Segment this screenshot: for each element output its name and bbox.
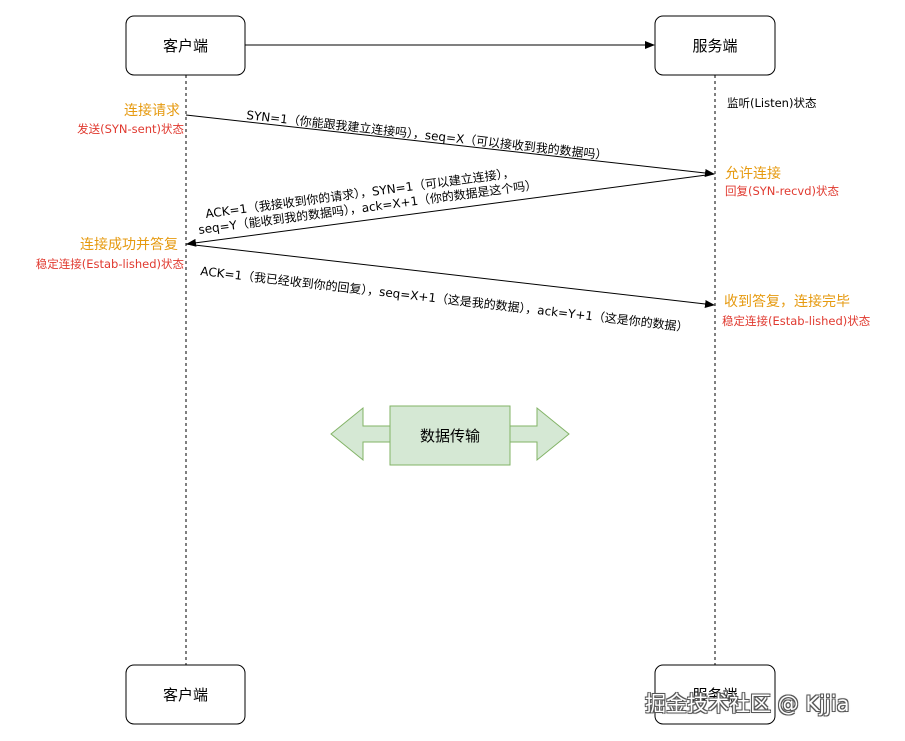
client-bottom-label: 客户端 [163,686,208,704]
syn-message: SYN=1（你能跟我建立连接吗），seq=X（可以接收到我的数据吗） [246,107,609,162]
step2-state-sub: 回复(SYN-recvd)状态 [725,184,840,198]
client-box-top: 客户端 [125,15,246,76]
server-box-bottom: 服务端 [654,664,776,725]
step3-server-sub: 稳定连接(Estab-lished)状态 [722,314,871,328]
syn-arrow [185,114,715,177]
ack-arrow [185,243,715,308]
data-transfer-label: 数据传输 [420,427,480,445]
server-label: 服务端 [692,37,737,55]
step3-server-title: 收到答复，连接完毕 [724,293,850,310]
step1-state-title: 连接请求 [124,102,180,119]
watermark: 掘金技术社区 @ Kjjia [645,692,850,716]
client-label: 客户端 [163,37,208,55]
server-bottom-label: 服务端 [692,686,737,704]
step3-client-title: 连接成功并答复 [80,236,178,253]
data-transfer-arrow: 数据传输 [330,405,570,466]
client-box-bottom: 客户端 [125,664,246,725]
syn-ack-arrow [186,173,715,247]
step3-client-sub: 稳定连接(Estab-lished)状态 [36,257,185,271]
step2-state-title: 允许连接 [725,165,781,182]
step1-state-sub: 发送(SYN-sent)状态 [77,122,184,136]
server-listen-state: 监听(Listen)状态 [727,96,817,110]
server-box-top: 服务端 [654,15,776,76]
